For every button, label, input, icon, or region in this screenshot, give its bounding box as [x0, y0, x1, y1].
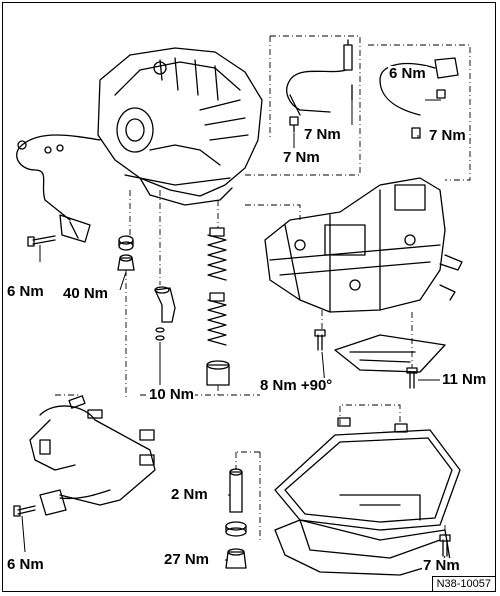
diagram-frame — [2, 2, 496, 592]
transmission-housing — [97, 47, 263, 206]
label-valve-body-8nm-90: 8 Nm +90° — [259, 377, 334, 394]
label-sensor-bolt-7nm: 7 Nm — [428, 127, 467, 144]
label-drain-plug-40nm: 40 Nm — [62, 285, 110, 302]
oil-pan — [274, 417, 461, 576]
pan-bolt — [439, 534, 451, 557]
valve-body — [264, 177, 463, 313]
bolt-6nm-left — [27, 235, 56, 247]
label-strainer-10nm: 10 Nm — [148, 386, 196, 403]
speed-sensor-1 — [286, 39, 353, 133]
strainer-pipe — [154, 286, 176, 341]
leader-lines — [21, 99, 446, 569]
label-solenoid-6nm: 6 Nm — [6, 283, 45, 300]
label-harness-6nm: 6 Nm — [6, 556, 45, 573]
label-pan-bolt-7nm: 7 Nm — [422, 557, 461, 574]
level-tube — [225, 468, 247, 537]
speed-sensor-2 — [379, 57, 459, 139]
figure-id: N38-10057 — [431, 576, 496, 592]
guide-lines — [55, 35, 471, 540]
filter-screen — [334, 334, 446, 373]
drain-plug-27nm — [225, 548, 247, 569]
plug-seal — [118, 235, 134, 251]
wiring-harness — [29, 395, 156, 516]
label-speed-sensor-7nm-b: 7 Nm — [282, 149, 321, 166]
valve-body-bolt — [314, 329, 326, 351]
label-sensor-6nm: 6 Nm — [388, 65, 427, 82]
harness-bolt — [13, 505, 36, 517]
label-filter-11nm: 11 Nm — [441, 371, 488, 388]
label-level-tube-2nm: 2 Nm — [170, 486, 209, 503]
spring-piston — [206, 227, 230, 386]
sensor-cable-left — [16, 134, 101, 243]
label-speed-sensor-7nm-a: 7 Nm — [303, 126, 342, 143]
drain-plug-40nm — [117, 254, 135, 271]
label-drain-plug-27nm: 27 Nm — [163, 551, 211, 568]
